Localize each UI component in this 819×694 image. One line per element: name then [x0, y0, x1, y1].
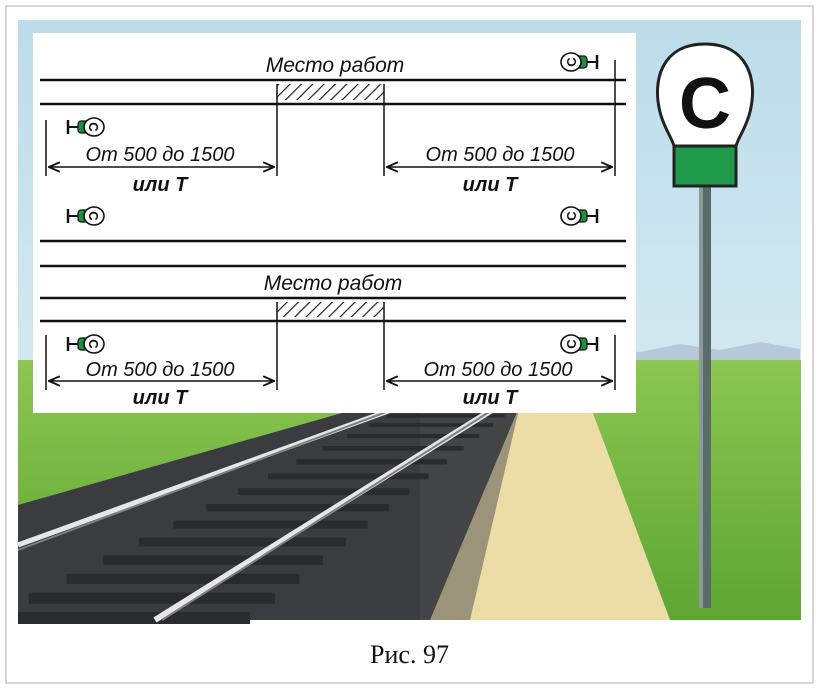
track-signals: С С С С С С — [66, 52, 599, 354]
sleeper — [173, 520, 368, 529]
sleeper — [66, 573, 300, 585]
svg-text:С: С — [564, 211, 579, 221]
sleeper — [322, 446, 464, 451]
svg-text:С: С — [86, 339, 101, 349]
sleeper — [386, 414, 505, 418]
figure-caption: Рис. 97 — [370, 640, 449, 669]
sleeper — [237, 488, 410, 495]
sleeper — [138, 537, 346, 547]
sleeper — [18, 612, 250, 624]
right-distance-label: От 500 до 1500 — [424, 359, 573, 381]
double-track-diagram: Место работ От 500 до 1500 или Т От 500 … — [40, 239, 626, 409]
right-or-label: или Т — [463, 387, 519, 409]
left-or-label: или Т — [133, 174, 189, 196]
railway-sleepers — [18, 408, 512, 624]
sleeper — [28, 592, 275, 604]
work-site-hatch — [277, 84, 384, 100]
track-signal-icon: С — [560, 334, 599, 354]
left-distance-label: От 500 до 1500 — [86, 359, 235, 381]
sleeper — [296, 459, 447, 465]
svg-text:С: С — [564, 339, 579, 349]
sleeper — [103, 555, 323, 565]
sign-letter: С — [679, 64, 731, 144]
track-signal-icon: С — [560, 206, 599, 226]
svg-text:С: С — [86, 122, 101, 132]
single-track-diagram: Место работ От 500 до 1500 или Т От 500 … — [40, 54, 626, 196]
svg-text:С: С — [86, 211, 101, 221]
track-signal-icon: С — [66, 334, 105, 354]
track-signal-icon: С — [66, 117, 105, 137]
sign-post-icon: С — [656, 42, 754, 608]
work-site-label: Место работ — [266, 54, 405, 77]
track-signal-icon: С — [66, 206, 105, 226]
left-distance-label: От 500 до 1500 — [86, 144, 235, 166]
sleeper — [206, 504, 389, 512]
sleeper — [268, 473, 429, 480]
work-site-hatch — [277, 302, 384, 317]
left-or-label: или Т — [133, 387, 189, 409]
railway-rails — [17, 402, 502, 623]
sleeper — [347, 433, 480, 439]
right-or-label: или Т — [463, 174, 519, 196]
sleeper — [368, 423, 494, 427]
svg-text:С: С — [564, 57, 579, 67]
right-distance-label: От 500 до 1500 — [426, 144, 575, 166]
work-site-label: Место работ — [264, 272, 403, 295]
track-signal-icon: С — [560, 52, 599, 72]
